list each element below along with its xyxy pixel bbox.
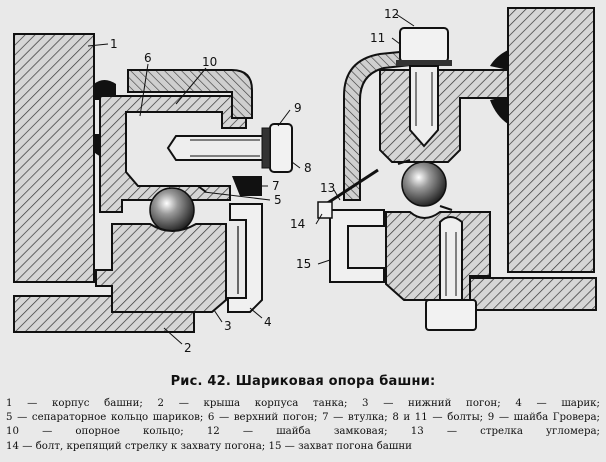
ring-clamp-15 [329,209,385,283]
upper-ring-right [379,69,509,163]
leader-lines [87,13,415,345]
bolt-11-lower [439,216,463,301]
bolt-11-head [399,27,449,63]
callout-3: 3 [224,319,232,333]
callout-8: 8 [304,161,312,175]
weld-right-bottom [490,96,508,124]
callout-9: 9 [294,101,302,115]
callout-5: 5 [274,193,282,207]
callout-15: 15 [296,257,311,271]
separator-5-right [397,159,453,211]
legend-item: 5 — сепараторное кольцо шариков; [6,412,204,424]
bolt-14 [317,201,333,219]
grover-washer-9 [261,127,271,169]
weld-right-top [490,50,508,70]
callout-6: 6 [144,51,152,65]
caption-legend: 1 — корпус башни; 2 — крыша корпуса танк… [6,397,600,454]
turret-body-right [507,7,595,273]
bushing-7 [232,176,262,196]
lock-washer-12 [396,60,452,66]
ball-4-left [149,187,195,233]
callout-4: 4 [264,315,272,329]
turret-body-left [13,33,95,283]
ball-4-right [401,161,447,207]
legend-item: 7 — втулка; [322,412,388,424]
figure-caption: Рис. 42. Шариковая опора башни: 1 — корп… [6,372,600,454]
legend-item: 8 и 11 — болты; [392,412,484,424]
goniometer-pointer-13 [325,168,379,206]
legend-item: 9 — шайба Гровера; [487,412,600,424]
legend-item: 15 — захват погона башни [268,440,412,452]
callout-13: 13 [320,181,335,195]
lower-bracket-left [227,203,263,313]
callout-12: 12 [384,7,399,21]
legend-item: 6 — верхний погон; [207,412,318,424]
callout-14: 14 [290,217,305,231]
bolt-8-head [269,123,293,173]
legend-item: 13 — стрелка угломера; [410,426,600,438]
callout-1: 1 [110,37,118,51]
legend-item: 10 — опорное кольцо; [6,426,184,438]
legend-item: 3 — нижний погон; [362,398,501,409]
legend-item: 1 — корпус башни; [6,398,143,409]
bolt-11 [409,65,439,148]
nut-lower-right [425,299,477,331]
caption-title: Рис. 42. Шариковая опора башни: [170,374,436,389]
legend-item: 14 — болт, крепящий стрелку к захвату по… [6,440,266,452]
right-assembly [317,7,597,331]
callout-11: 11 [370,31,385,45]
callout-2: 2 [184,341,192,355]
legend-item: 12 — шайба замковая; [206,426,388,438]
callout-7: 7 [272,179,280,193]
legend-item: 2 — крыша корпуса танка; [157,398,348,409]
support-ring-10 [127,69,253,119]
ball-bearing-diagram: 1 6 10 9 8 7 5 3 4 2 11 12 13 14 15 [13,7,597,355]
lower-ring-3 [95,223,227,313]
legend-item: 4 — шарик; [515,398,600,409]
left-assembly [13,33,293,333]
bolt-8 [166,135,271,161]
callout-10: 10 [202,55,217,69]
